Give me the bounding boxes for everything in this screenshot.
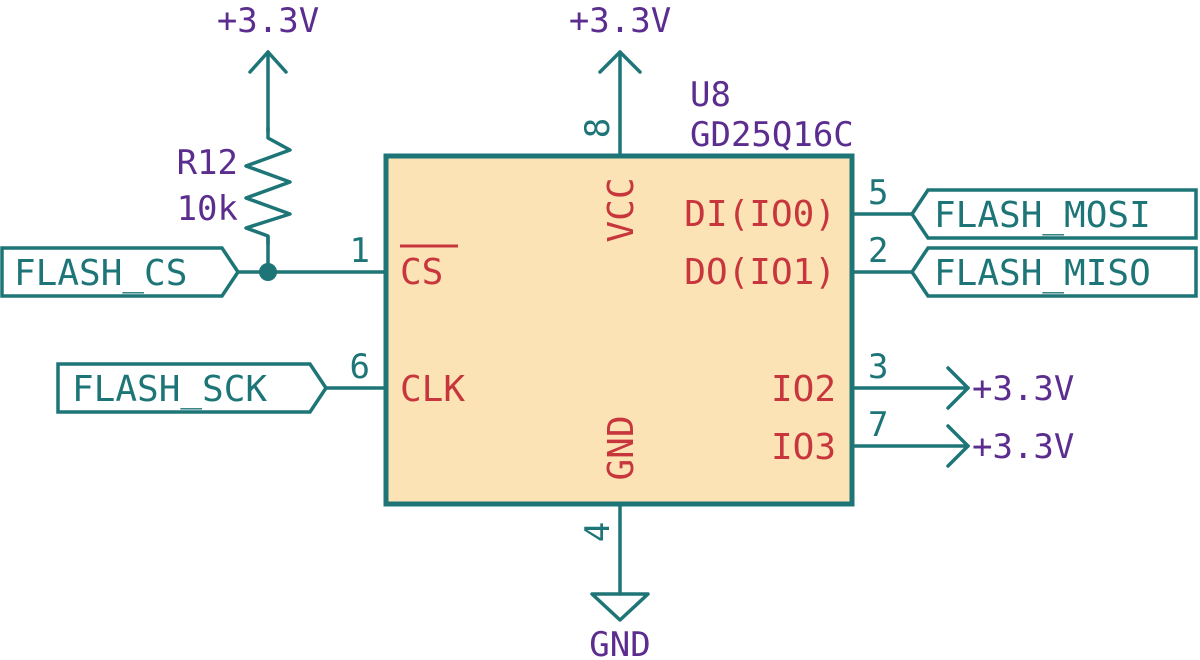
pin-name-do-io1: DO(IO1) (684, 252, 836, 293)
vcc-pin[interactable] (598, 50, 642, 158)
net-label-flash-mosi-text: FLASH_MOSI (934, 195, 1151, 236)
power-label-io3: +3.3V (972, 427, 1074, 467)
power-arrow-icon (248, 50, 288, 74)
power-arrow-icon (598, 50, 642, 74)
pin-number-7: 7 (868, 405, 888, 445)
gnd-pin[interactable] (590, 502, 650, 622)
pin-number-2: 2 (868, 231, 888, 271)
io2-net-wire[interactable] (850, 366, 970, 410)
resistor-value: 10k (177, 189, 238, 229)
net-label-flash-mosi[interactable]: FLASH_MOSI (909, 188, 1198, 240)
power-label-gnd: GND (589, 625, 650, 660)
component-value: GD25Q16C (690, 115, 854, 155)
power-arrow-icon (946, 366, 970, 410)
pin-number-5: 5 (868, 173, 888, 213)
pin-number-3: 3 (868, 347, 888, 387)
pin-name-io2: IO2 (771, 369, 836, 410)
pin-number-8: 8 (578, 118, 618, 138)
ground-symbol-icon (590, 592, 650, 622)
component-reference: U8 (690, 75, 731, 115)
resistor-r12[interactable] (244, 50, 292, 274)
resistor-reference: R12 (177, 143, 238, 183)
pin-number-1: 1 (350, 231, 370, 271)
net-label-flash-miso-text: FLASH_MISO (934, 253, 1151, 294)
net-label-flash-miso[interactable]: FLASH_MISO (909, 246, 1198, 298)
power-label-vcc-chip: +3.3V (569, 1, 671, 41)
net-label-flash-sck-text: FLASH_SCK (72, 369, 267, 410)
pin-name-vcc: VCC (601, 177, 642, 242)
power-label-vcc-resistor: +3.3V (217, 1, 319, 41)
pin-name-di-io0: DI(IO0) (684, 194, 836, 235)
pin-name-io3: IO3 (771, 427, 836, 468)
net-label-flash-sck[interactable]: FLASH_SCK (56, 362, 329, 414)
pin-number-4: 4 (578, 522, 618, 542)
net-label-flash-cs-text: FLASH_CS (14, 253, 187, 294)
resistor-zigzag-icon (244, 126, 292, 246)
power-label-io2: +3.3V (972, 369, 1074, 409)
pin-name-cs: CS (400, 252, 443, 293)
power-arrow-icon (946, 424, 970, 468)
pin-number-6: 6 (350, 347, 370, 387)
pin-name-gnd: GND (601, 415, 642, 480)
pin-name-clk: CLK (400, 369, 465, 410)
net-label-flash-cs[interactable]: FLASH_CS (0, 246, 241, 298)
io3-net-wire[interactable] (850, 424, 970, 468)
ic-body[interactable] (383, 153, 855, 507)
